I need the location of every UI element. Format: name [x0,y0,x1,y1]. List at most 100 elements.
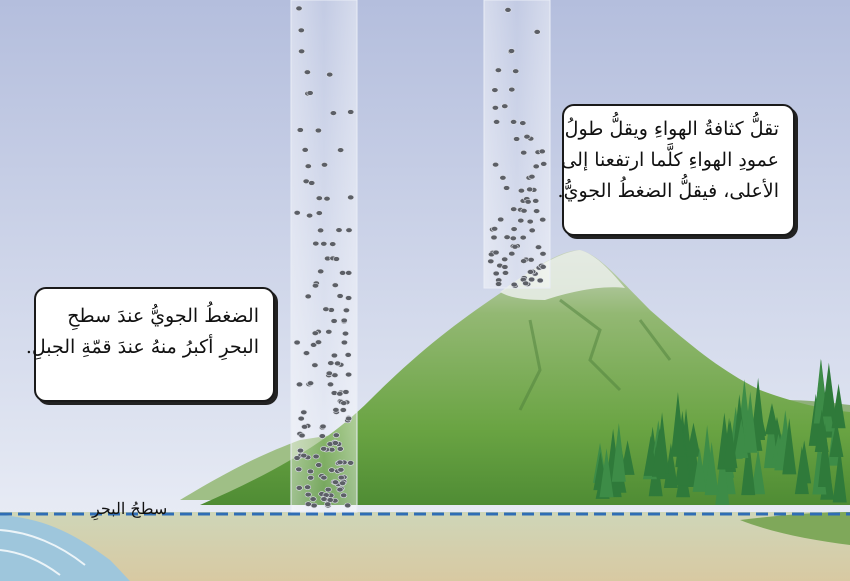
air-particle [490,234,498,241]
air-particle [344,352,352,358]
air-particle [491,87,499,93]
air-particle [492,270,500,277]
tree [723,420,738,469]
air-particle [323,196,331,202]
air-particle [340,492,348,498]
air-particle [524,199,532,205]
tree [704,441,719,496]
air-particle [492,249,500,256]
air-particle [306,380,314,386]
air-particle [311,283,319,289]
air-particle [494,67,502,73]
air-particle [533,208,541,214]
air-particle [297,415,305,422]
air-particle [332,407,340,413]
air-particle [315,210,323,216]
air-column-summit [483,0,551,289]
air-particle [341,330,349,337]
air-particle [510,119,518,125]
air-particle [503,234,511,240]
air-particles-sea-level [293,5,355,509]
air-particle [508,251,516,257]
air-particle [322,306,330,312]
air-particle [304,501,312,507]
callout-left-line-2: البحرِ أكبرُ منهُ عندَ قمّةِ الجبلِ. [25,336,259,358]
tree [741,432,756,496]
air-particle [329,241,337,247]
air-particle [538,148,546,155]
air-particle [337,147,345,153]
tree [651,431,666,477]
air-particle [308,180,316,186]
tree [686,422,701,457]
air-particle [501,264,509,270]
air-particle [304,484,312,490]
air-particle [302,350,310,356]
air-particle [332,256,340,262]
air-particle [324,501,332,507]
air-particle [493,119,501,125]
air-particle [510,226,518,232]
air-particle [295,5,303,12]
air-particle [340,317,348,324]
air-particle [315,195,323,201]
tree [743,391,758,453]
callout-left-line-1: الضغطُ الجويُّ عندَ سطحِ [67,305,259,327]
beach [0,512,850,581]
sea-foam [0,529,86,576]
air-particle [532,163,540,170]
air-particle [312,453,320,460]
tree [715,442,730,505]
air-particle [306,90,314,96]
air-particle [327,360,335,366]
tree [782,418,797,475]
air-particle [326,71,334,78]
air-particle [345,270,353,276]
air-particle [336,459,344,465]
air-particle [320,241,328,247]
air-particle [300,409,308,415]
tree [751,377,766,440]
air-particle [298,432,306,439]
air-particle [487,258,495,264]
air-particle [345,295,353,301]
air-particle [508,86,516,93]
air-particle [509,235,517,242]
air-particle [317,227,325,234]
air-particle [298,48,306,54]
air-particle [345,227,353,233]
air-particle [293,339,301,346]
air-particle [304,491,312,498]
air-particle [320,496,328,502]
air-particle [331,479,339,485]
air-particle [540,161,548,167]
air-particle [339,270,347,276]
air-particle [501,103,509,109]
air-particle [519,234,527,241]
tree [814,409,829,452]
air-particle [528,174,536,180]
air-particle [320,162,328,168]
air-particle [311,362,319,368]
air-particle [528,276,536,283]
tree [831,383,846,429]
air-particle [526,218,534,225]
air-particle [533,29,541,35]
air-particle [295,466,303,472]
air-particle [339,407,347,413]
air-particle [307,475,315,481]
air-particle [326,381,334,388]
air-particle [296,447,304,454]
air-particle [301,147,309,153]
air-particle [295,485,303,491]
air-particle [539,264,547,270]
air-particle [331,282,339,288]
tree [794,446,809,495]
air-particle [528,227,536,234]
air-particle [304,293,312,300]
air-particle [293,455,301,461]
air-particle [340,339,348,346]
callout-top-line-3: الأعلى، فيقلُّ الضغطُ الجويُّ. [557,180,779,202]
air-particle [513,136,521,142]
air-particle [522,280,530,286]
